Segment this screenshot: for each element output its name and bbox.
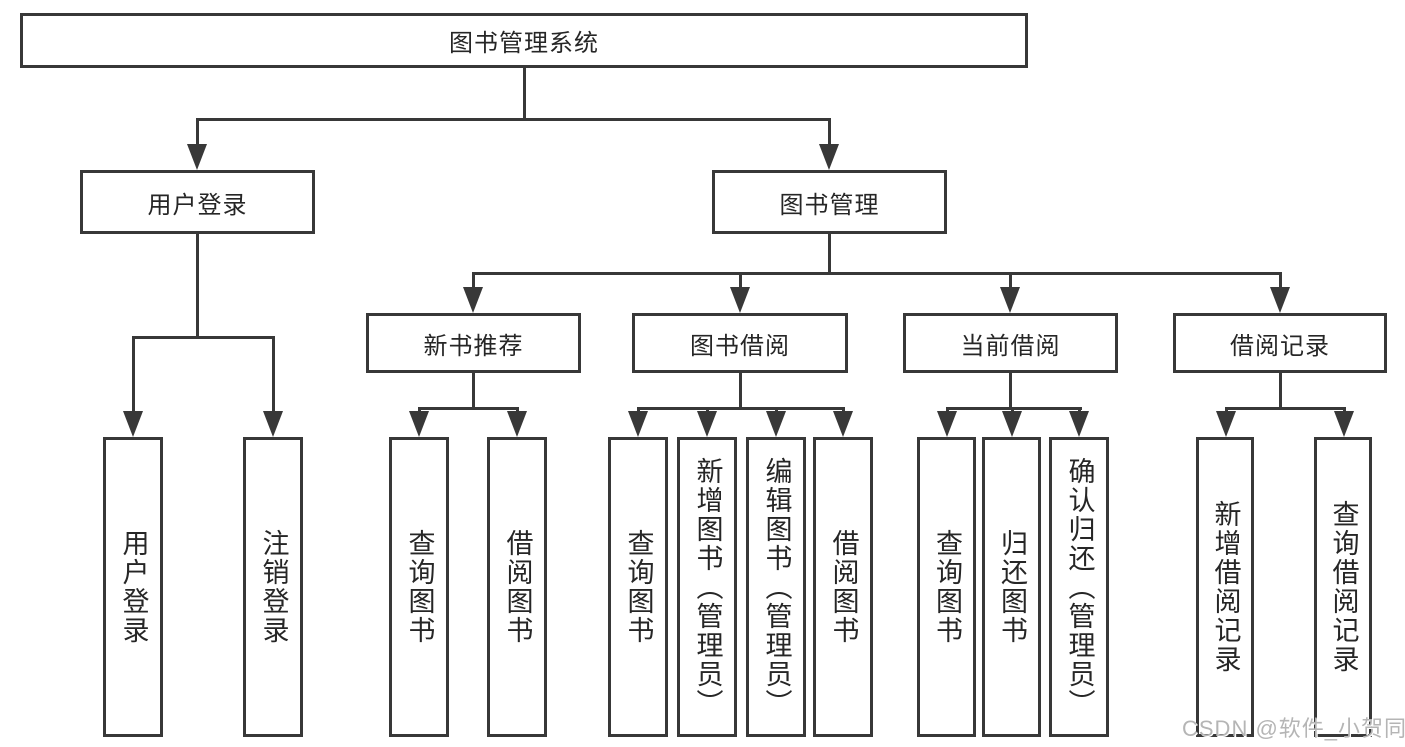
node-current-borrow-label: 当前借阅 [960, 332, 1061, 360]
connector-vline [1009, 272, 1012, 289]
connector-hline [1225, 407, 1346, 410]
node-book-borrow-label: 图书借阅 [690, 332, 790, 360]
connector-vline [828, 234, 831, 275]
arrowhead-down [628, 411, 648, 437]
leaf-query-books-1-label: 查询图书 [404, 529, 435, 645]
connector-hline [946, 407, 1082, 410]
leaf-borrow-books-2: 借阅图书 [813, 437, 873, 737]
leaf-add-book-admin-label: 新增图书（管理员） [692, 456, 723, 718]
connector-hline [472, 272, 1282, 275]
leaf-confirm-return-admin: 确认归还（管理员） [1049, 437, 1109, 737]
connector-vline [196, 118, 199, 148]
arrowhead-down [409, 411, 429, 437]
connector-vline [196, 234, 199, 339]
node-current-borrow: 当前借阅 [903, 313, 1118, 373]
leaf-borrow-books-2-label: 借阅图书 [828, 529, 859, 645]
node-new-book-recommend: 新书推荐 [366, 313, 581, 373]
arrowhead-down [730, 287, 750, 313]
connector-vline [472, 373, 475, 410]
node-borrow-records: 借阅记录 [1173, 313, 1387, 373]
node-user-login-label: 用户登录 [147, 191, 248, 219]
leaf-query-books-2: 查询图书 [608, 437, 668, 737]
node-book-borrow: 图书借阅 [632, 313, 848, 373]
leaf-edit-book-admin: 编辑图书（管理员） [746, 437, 806, 737]
connector-vline [272, 336, 275, 414]
node-root: 图书管理系统 [20, 13, 1028, 68]
connector-hline [196, 118, 831, 121]
arrowhead-down [1002, 411, 1022, 437]
node-borrow-records-label: 借阅记录 [1230, 332, 1330, 360]
connector-vline [739, 272, 742, 289]
leaf-user-login: 用户登录 [103, 437, 163, 737]
leaf-user-login-label: 用户登录 [118, 529, 149, 645]
arrowhead-down [507, 411, 527, 437]
leaf-edit-book-admin-label: 编辑图书（管理员） [761, 456, 792, 718]
connector-vline [1279, 272, 1282, 289]
connector-vline [472, 272, 475, 289]
arrowhead-down [1000, 287, 1020, 313]
arrowhead-down [833, 411, 853, 437]
arrowhead-down [819, 144, 839, 170]
connector-vline [132, 336, 135, 414]
arrowhead-down [123, 411, 143, 437]
leaf-return-books-label: 归还图书 [997, 529, 1027, 645]
connector-vline [523, 68, 526, 121]
watermark: CSDN @软件_小贺同学 [1182, 716, 1405, 741]
leaf-query-books-1: 查询图书 [389, 437, 449, 737]
connector-vline [1009, 373, 1012, 410]
leaf-query-books-3-label: 查询图书 [932, 529, 962, 645]
leaf-add-borrow-record: 新增借阅记录 [1196, 437, 1254, 737]
connector-vline [1279, 373, 1282, 410]
leaf-query-borrow-record-label: 查询借阅记录 [1328, 500, 1359, 674]
arrowhead-down [1069, 411, 1089, 437]
leaf-return-books: 归还图书 [982, 437, 1041, 737]
node-new-book-recommend-label: 新书推荐 [423, 332, 524, 360]
arrowhead-down [1334, 411, 1354, 437]
node-book-management: 图书管理 [712, 170, 947, 234]
leaf-logout-label: 注销登录 [258, 529, 289, 645]
leaf-logout: 注销登录 [243, 437, 303, 737]
arrowhead-down [937, 411, 957, 437]
arrowhead-down [697, 411, 717, 437]
node-user-login: 用户登录 [80, 170, 315, 234]
arrowhead-down [263, 411, 283, 437]
leaf-confirm-return-admin-label: 确认归还（管理员） [1064, 456, 1095, 718]
connector-hline [418, 407, 519, 410]
leaf-add-book-admin: 新增图书（管理员） [677, 437, 737, 737]
leaf-borrow-books-1-label: 借阅图书 [502, 529, 533, 645]
arrowhead-down [463, 287, 483, 313]
leaf-query-books-3: 查询图书 [917, 437, 976, 737]
leaf-query-books-2-label: 查询图书 [623, 529, 654, 645]
arrowhead-down [766, 411, 786, 437]
arrowhead-down [1216, 411, 1236, 437]
connector-hline [132, 336, 275, 339]
leaf-add-borrow-record-label: 新增借阅记录 [1210, 500, 1241, 674]
arrowhead-down [1270, 287, 1290, 313]
node-root-label: 图书管理系统 [449, 30, 599, 57]
connector-vline [828, 118, 831, 148]
connector-hline [637, 407, 845, 410]
connector-vline [739, 373, 742, 410]
leaf-borrow-books-1: 借阅图书 [487, 437, 547, 737]
leaf-query-borrow-record: 查询借阅记录 [1314, 437, 1372, 737]
arrowhead-down [187, 144, 207, 170]
node-book-management-label: 图书管理 [779, 191, 880, 219]
